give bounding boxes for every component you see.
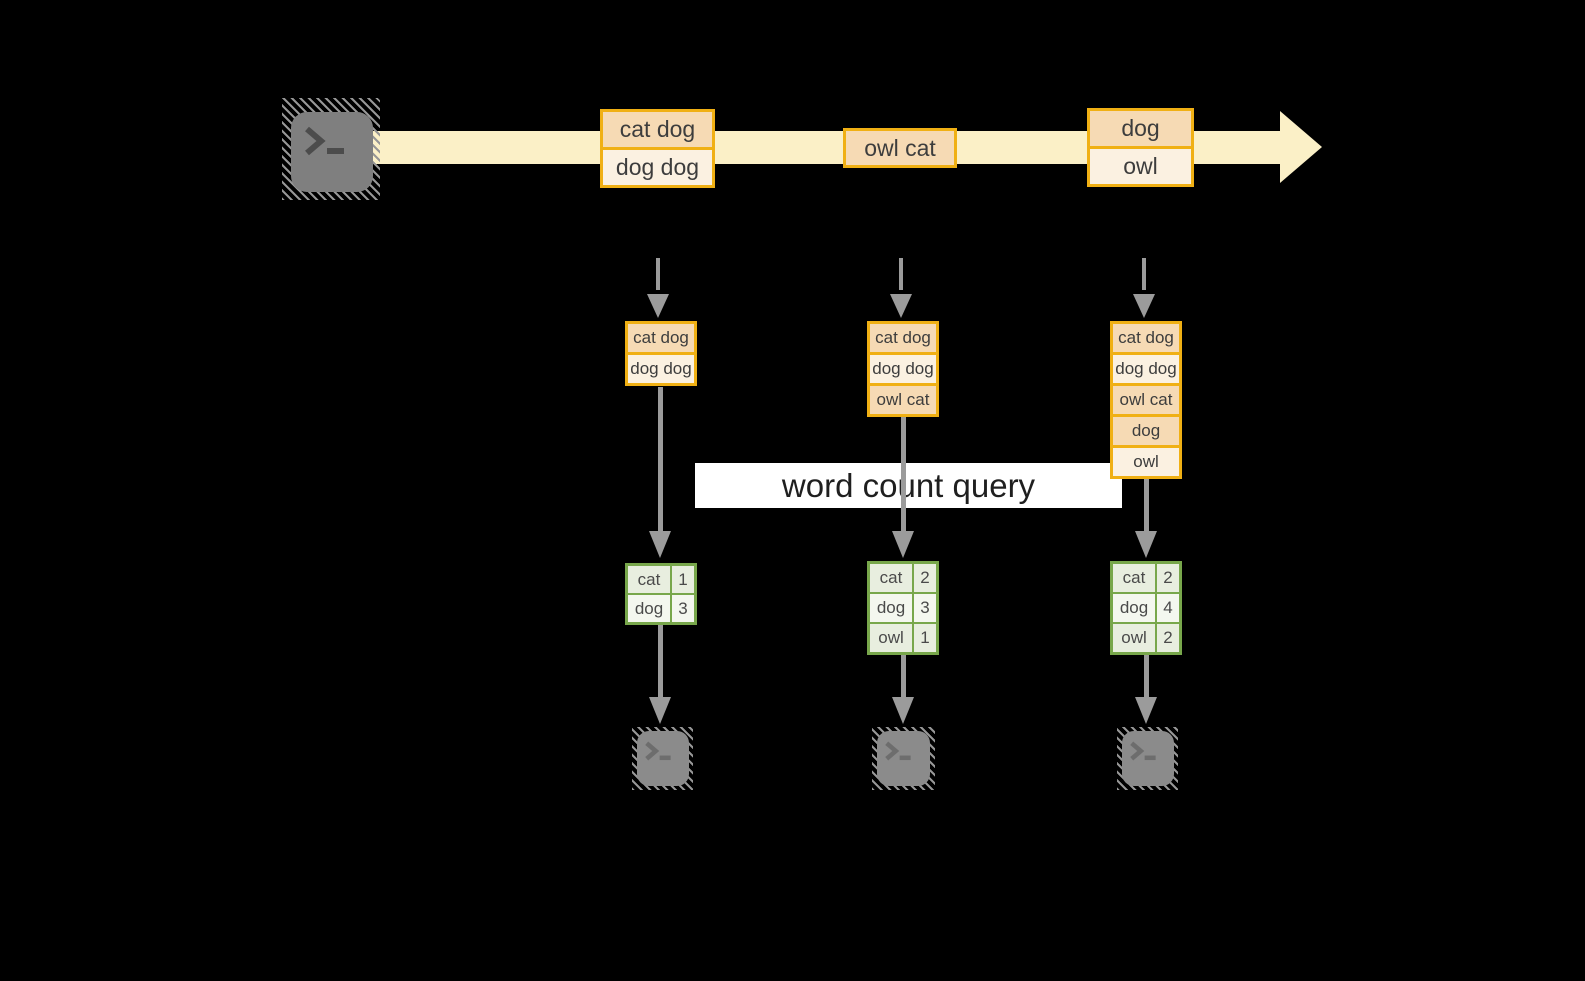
word-cell: dog [870,594,912,622]
dashed-arrowhead-icon [647,294,669,318]
flow-arrow [901,655,906,697]
stack-row: owl cat [870,383,936,414]
dashed-arrow [656,258,660,290]
flow-arrowhead-icon [649,531,671,558]
event-record: owl cat [846,131,954,165]
stack-row: cat dog [870,324,936,352]
flow-arrowhead-icon [892,531,914,558]
word-cell: dog [628,595,670,622]
flow-arrowhead-icon [649,697,671,724]
stack-row: dog dog [870,352,936,383]
terminal-prompt-icon [645,741,671,761]
count-cell: 2 [1157,564,1179,592]
stream-arrowhead-icon [1280,111,1322,183]
stack-row: cat dog [628,324,694,352]
terminal-prompt-icon [885,741,911,761]
count-cell: 4 [1157,594,1179,622]
stream-event-box: cat dog dog dog [600,109,715,188]
count-cell: 1 [672,566,694,593]
stack-row: cat dog [1113,324,1179,352]
terminal-prompt-icon [305,126,344,156]
stack-row: dog dog [628,352,694,383]
event-record: dog dog [603,147,712,185]
word-cell: cat [1113,564,1155,592]
word-count-table: cat 2 dog 4 owl 2 [1110,561,1182,655]
count-cell: 3 [914,594,936,622]
flow-arrow [1144,655,1149,697]
event-record: dog [1090,111,1191,146]
flow-arrow [901,417,906,531]
sink-terminal-icon [632,727,693,790]
terminal-prompt-icon [1130,741,1156,761]
flow-arrow [658,625,663,697]
count-cell: 1 [914,624,936,652]
word-count-table: cat 1 dog 3 [625,563,697,625]
word-cell: owl [870,624,912,652]
count-cell: 3 [672,595,694,622]
word-cell: cat [870,564,912,592]
stream-event-box: owl cat [843,128,957,168]
query-label: word count query [781,466,1036,504]
event-stack: cat dog dog dog [625,321,697,386]
stack-row: dog [1113,414,1179,445]
flow-arrow [1144,477,1149,531]
sink-terminal-icon [1117,727,1178,790]
dashed-arrow [1142,258,1146,290]
word-cell: dog [1113,594,1155,622]
event-stack: cat dog dog dog owl cat [867,321,939,417]
event-record: cat dog [603,112,712,147]
event-stack: cat dog dog dog owl cat dog owl [1110,321,1182,479]
flow-arrowhead-icon [892,697,914,724]
event-record: owl [1090,146,1191,184]
dashed-arrowhead-icon [890,294,912,318]
word-cell: cat [628,566,670,593]
count-cell: 2 [914,564,936,592]
word-count-table: cat 2 dog 3 owl 1 [867,561,939,655]
flow-arrowhead-icon [1135,697,1157,724]
dashed-arrow [899,258,903,290]
word-cell: owl [1113,624,1155,652]
query-banner: word count query [695,463,1122,508]
stack-row: owl [1113,445,1179,476]
stack-row: owl cat [1113,383,1179,414]
flow-arrow [658,387,663,533]
flow-arrowhead-icon [1135,531,1157,558]
dashed-arrowhead-icon [1133,294,1155,318]
stream-event-box: dog owl [1087,108,1194,187]
count-cell: 2 [1157,624,1179,652]
stack-row: dog dog [1113,352,1179,383]
sink-terminal-icon [872,727,935,790]
source-terminal-icon [282,98,380,200]
